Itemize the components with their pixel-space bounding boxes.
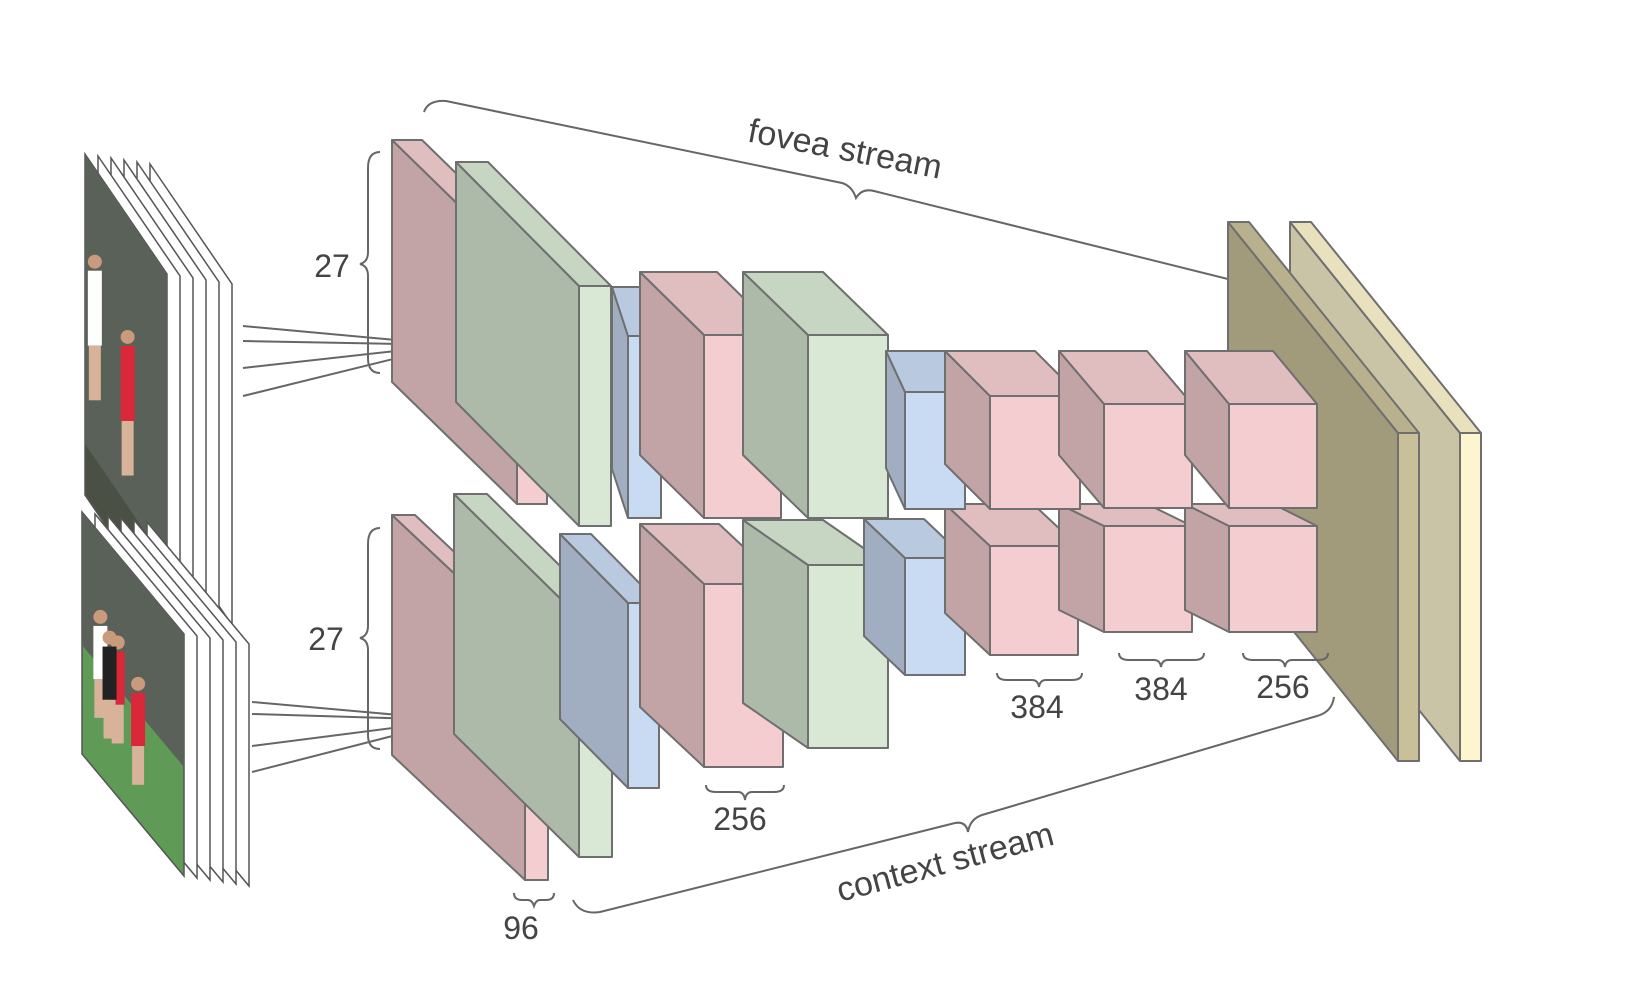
- context-input-size-brace: [359, 527, 381, 750]
- fovea-stream-brace: [423, 99, 1265, 289]
- fovea-conv4-layer: [1058, 350, 1193, 509]
- context-stream-brace: [572, 696, 1335, 914]
- context-conv4-layer: [1058, 503, 1193, 633]
- conv1-channel-brace: [513, 892, 555, 910]
- conv3-channel-brace: [996, 672, 1083, 688]
- conv2-channel-label: 256: [713, 801, 766, 837]
- conv4-channel-label: 384: [1134, 671, 1187, 707]
- fovea-input-size-label: 27: [314, 248, 350, 284]
- fovea-input-frames-icon: [84, 151, 233, 628]
- context-stream-label: context stream: [833, 815, 1058, 909]
- fovea-stream-label: fovea stream: [745, 112, 945, 187]
- context-conv3-layer: [944, 503, 1079, 656]
- conv1-channel-label: 96: [503, 910, 539, 946]
- conv2-channel-brace: [705, 784, 785, 801]
- context-input-frames-icon: [81, 509, 250, 889]
- context-input-size-label: 27: [308, 621, 344, 657]
- conv5-channel-brace: [1242, 652, 1329, 668]
- conv3-channel-label: 384: [1010, 689, 1063, 725]
- fovea-conv3-layer: [944, 350, 1081, 510]
- fovea-conv5-layer: [1184, 350, 1318, 509]
- conv4-channel-brace: [1118, 652, 1205, 668]
- fovea-norm2-layer: [742, 271, 889, 519]
- fovea-input-size-brace: [359, 151, 381, 374]
- conv5-channel-label: 256: [1256, 669, 1309, 705]
- context-conv5-layer: [1184, 503, 1318, 633]
- fovea-norm1-layer: [455, 161, 612, 527]
